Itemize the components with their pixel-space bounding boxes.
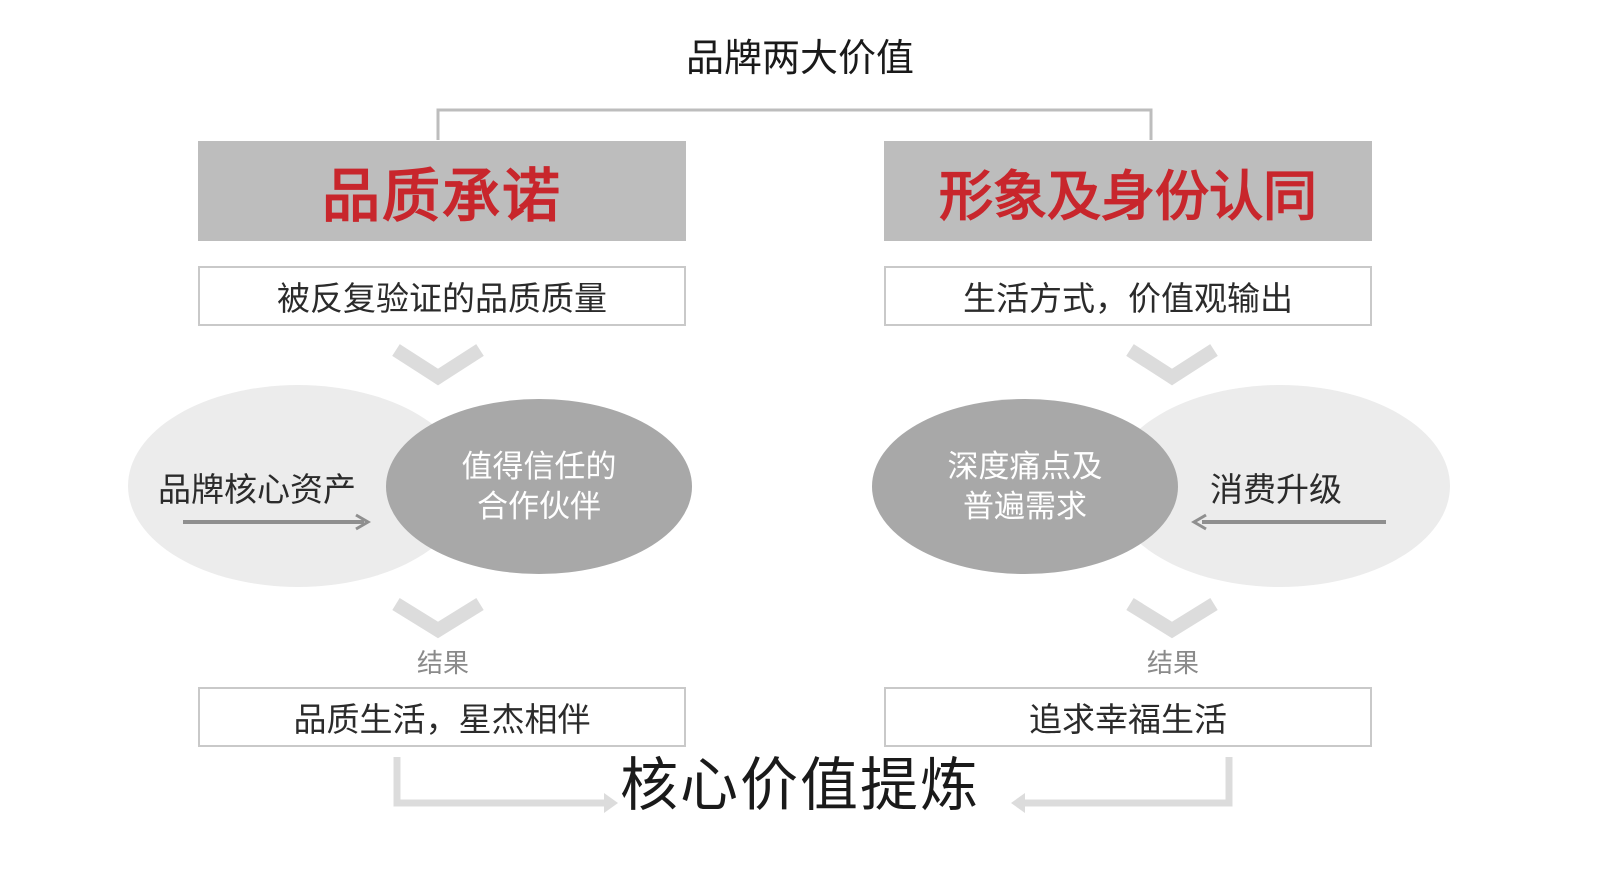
chevron-down-icon xyxy=(392,344,484,386)
left-inner-ellipse: 值得信任的 合作伙伴 xyxy=(386,399,692,574)
diagram-title: 品牌两大价值 xyxy=(685,36,914,80)
left-subtitle-box: 被反复验证的品质质量 xyxy=(198,266,686,326)
left-bottom-connector xyxy=(393,757,605,807)
right-inner-line1: 深度痛点及 xyxy=(947,448,1103,485)
left-header: 品质承诺 xyxy=(198,141,686,241)
left-outer-label: 品牌核心资产 xyxy=(158,470,356,509)
top-bracket-line xyxy=(436,108,1153,140)
core-value-title: 核心价值提炼 xyxy=(619,751,980,819)
arrow-left-icon xyxy=(1191,513,1386,531)
right-bottom-connector xyxy=(1025,757,1233,807)
left-result-box: 品质生活，星杰相伴 xyxy=(198,687,686,747)
arrow-left-icon xyxy=(1011,793,1025,813)
arrow-right-icon xyxy=(604,793,618,813)
chevron-down-icon xyxy=(1126,344,1218,386)
chevron-down-icon xyxy=(1126,598,1218,639)
right-header: 形象及身份认同 xyxy=(884,141,1372,241)
left-inner-line1: 值得信任的 xyxy=(461,448,617,485)
right-result-box: 追求幸福生活 xyxy=(884,687,1372,747)
left-result-label: 结果 xyxy=(416,649,469,679)
chevron-down-icon xyxy=(392,598,484,639)
right-result-label: 结果 xyxy=(1146,649,1199,679)
right-subtitle-box: 生活方式，价值观输出 xyxy=(884,266,1372,326)
right-inner-line2: 普遍需求 xyxy=(963,488,1087,525)
left-inner-line2: 合作伙伴 xyxy=(477,488,601,525)
arrow-right-icon xyxy=(183,513,371,531)
right-inner-ellipse: 深度痛点及 普遍需求 xyxy=(872,399,1178,574)
right-outer-label: 消费升级 xyxy=(1210,470,1342,509)
